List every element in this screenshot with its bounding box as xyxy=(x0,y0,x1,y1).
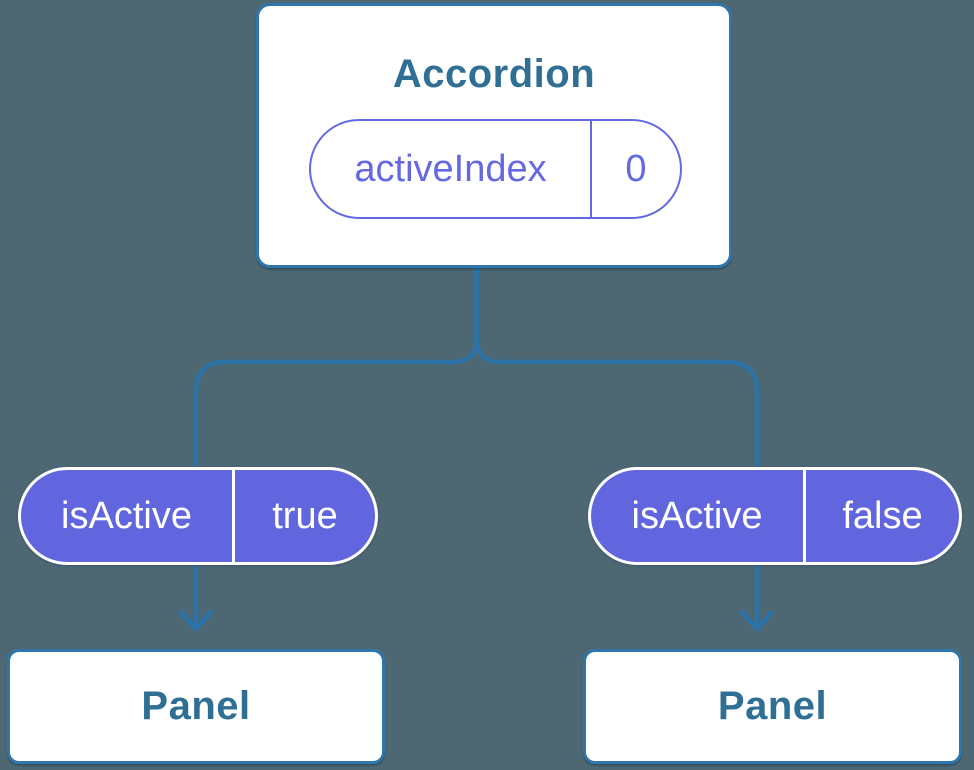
prop-name: isActive xyxy=(61,494,192,537)
panel-card-left: Panel xyxy=(7,649,385,764)
prop-pill-isactive-true: isActive true xyxy=(18,467,378,565)
state-value: 0 xyxy=(590,121,680,217)
prop-name: isActive xyxy=(631,494,763,537)
prop-value: false xyxy=(803,470,959,562)
prop-pill-isactive-false: isActive false xyxy=(588,467,962,565)
branch-left-line xyxy=(193,260,479,627)
panel-title: Panel xyxy=(717,684,828,728)
arrowhead-down-left-icon xyxy=(179,610,213,632)
arrowhead-down-right-icon xyxy=(740,610,774,632)
accordion-title: Accordion xyxy=(392,52,596,96)
accordion-card: Accordion activeIndex 0 xyxy=(256,3,732,268)
state-name: activeIndex xyxy=(354,147,547,190)
state-pill-activeindex: activeIndex 0 xyxy=(309,119,682,219)
panel-card-right: Panel xyxy=(583,649,962,764)
panel-title: Panel xyxy=(141,684,251,728)
prop-value: true xyxy=(232,470,375,562)
branch-right-line xyxy=(474,260,760,627)
